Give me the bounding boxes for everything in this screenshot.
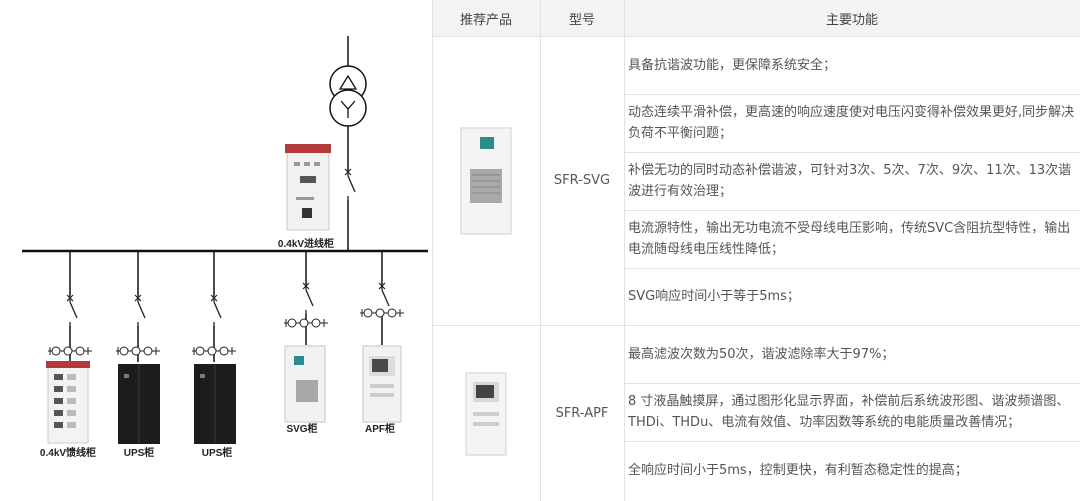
svg-product-image (432, 36, 540, 325)
feeder-branch-2 (115, 251, 161, 362)
svg-cabinet-label: SVG柜 (286, 422, 317, 435)
model-name-svg: SFR-SVG (553, 173, 611, 188)
ups-cabinet-1 (118, 364, 160, 444)
feeder-cabinet (46, 361, 90, 444)
header-model: 型号 (540, 0, 624, 37)
single-line-diagram: 0.4kV进线柜 0.4kV馈线柜 (22, 36, 428, 459)
transformer-symbol (329, 36, 367, 127)
apf-feature-2: 8 寸液晶触摸屏，通过图形化显示界面，补偿前后系统波形图、谐波频谱图、THDi、… (628, 394, 1070, 430)
apf-feature-3: 全响应时间小于5ms，控制更快，有利暂态稳定性的提高； (628, 462, 968, 478)
feeder-branch-svg (283, 251, 329, 345)
header-features: 主要功能 (624, 0, 1080, 37)
header-product: 推荐产品 (432, 0, 540, 37)
incoming-cabinet (285, 144, 331, 231)
ups-cabinet-2-label: UPS柜 (202, 446, 233, 459)
apf-cabinet (362, 345, 402, 423)
apf-feature-1: 最高滤波次数为50次，谐波滤除率大于97%； (628, 347, 895, 362)
incoming-breaker (344, 126, 356, 251)
model-name-apf: SFR-APF (555, 406, 609, 421)
feeder-branch-1 (47, 251, 93, 362)
ups-cabinet-2 (194, 364, 236, 444)
apf-product-image (432, 326, 540, 501)
feeder-branch-3 (191, 251, 237, 362)
apf-cabinet-label: APF柜 (365, 422, 395, 435)
incoming-cabinet-label: 0.4kV进线柜 (278, 237, 334, 250)
ups-cabinet-1-label: UPS柜 (124, 446, 155, 459)
feeder-cabinet-label: 0.4kV馈线柜 (40, 446, 96, 459)
feeder-branch-apf (359, 251, 405, 345)
svg-cabinet (284, 345, 326, 423)
product-table: 推荐产品 型号 主要功能 SFR-SVG SFR-APF 具备抗谐波功能，更 (432, 0, 1080, 501)
